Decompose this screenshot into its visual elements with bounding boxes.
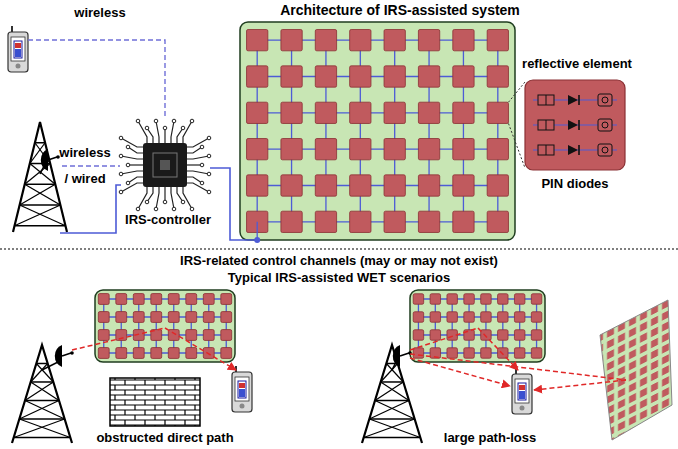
wireless-energy-path <box>72 328 165 350</box>
controller-node: IRS-controller <box>125 212 211 228</box>
wireless-energy-path <box>478 328 518 370</box>
irs-panel <box>410 290 545 362</box>
label: IRS-related control channels (may or may… <box>180 253 498 269</box>
wireless-energy-path <box>534 380 626 390</box>
node-label: reflective element <box>522 56 632 72</box>
control-channel-wireless <box>62 165 120 166</box>
irs-panel <box>95 290 235 362</box>
label: wireless <box>74 5 125 21</box>
diagram-title: Architecture of IRS-assisted system <box>280 1 520 19</box>
label: obstructed direct path <box>96 430 233 446</box>
energy-receiver <box>8 26 28 72</box>
node-label: IRS-controller <box>125 212 211 228</box>
wireless-energy-path <box>165 328 236 370</box>
zoom-line <box>508 82 525 102</box>
energy-receiver <box>512 368 532 414</box>
artwork <box>0 22 678 443</box>
element-circuit <box>533 119 617 131</box>
label: wireless / wired <box>58 140 112 192</box>
label: PIN diodes <box>541 176 608 192</box>
label: Typical IRS-assisted WET scenarios <box>228 270 450 286</box>
base-station <box>12 345 74 443</box>
energy-receiver <box>232 366 252 412</box>
label: large path-loss <box>444 430 536 446</box>
wireless-energy-path <box>410 328 478 350</box>
control-channel-wireless <box>28 40 165 118</box>
irs-panel <box>600 300 672 440</box>
element-circuit <box>533 144 617 156</box>
element-node: reflective element <box>522 56 632 72</box>
control-wire <box>210 168 257 240</box>
irs-panel <box>240 22 515 240</box>
base-station <box>362 345 422 443</box>
zoom-line <box>508 123 525 168</box>
wireless-energy-path <box>410 358 510 386</box>
control-channel-wired <box>60 185 121 233</box>
element-circuit <box>533 94 617 106</box>
wire-junction <box>254 237 260 243</box>
base-station <box>13 122 67 232</box>
wall <box>110 378 200 426</box>
controller-chip <box>119 119 211 211</box>
reflective-element-box <box>525 80 625 170</box>
section-separator <box>0 248 678 249</box>
